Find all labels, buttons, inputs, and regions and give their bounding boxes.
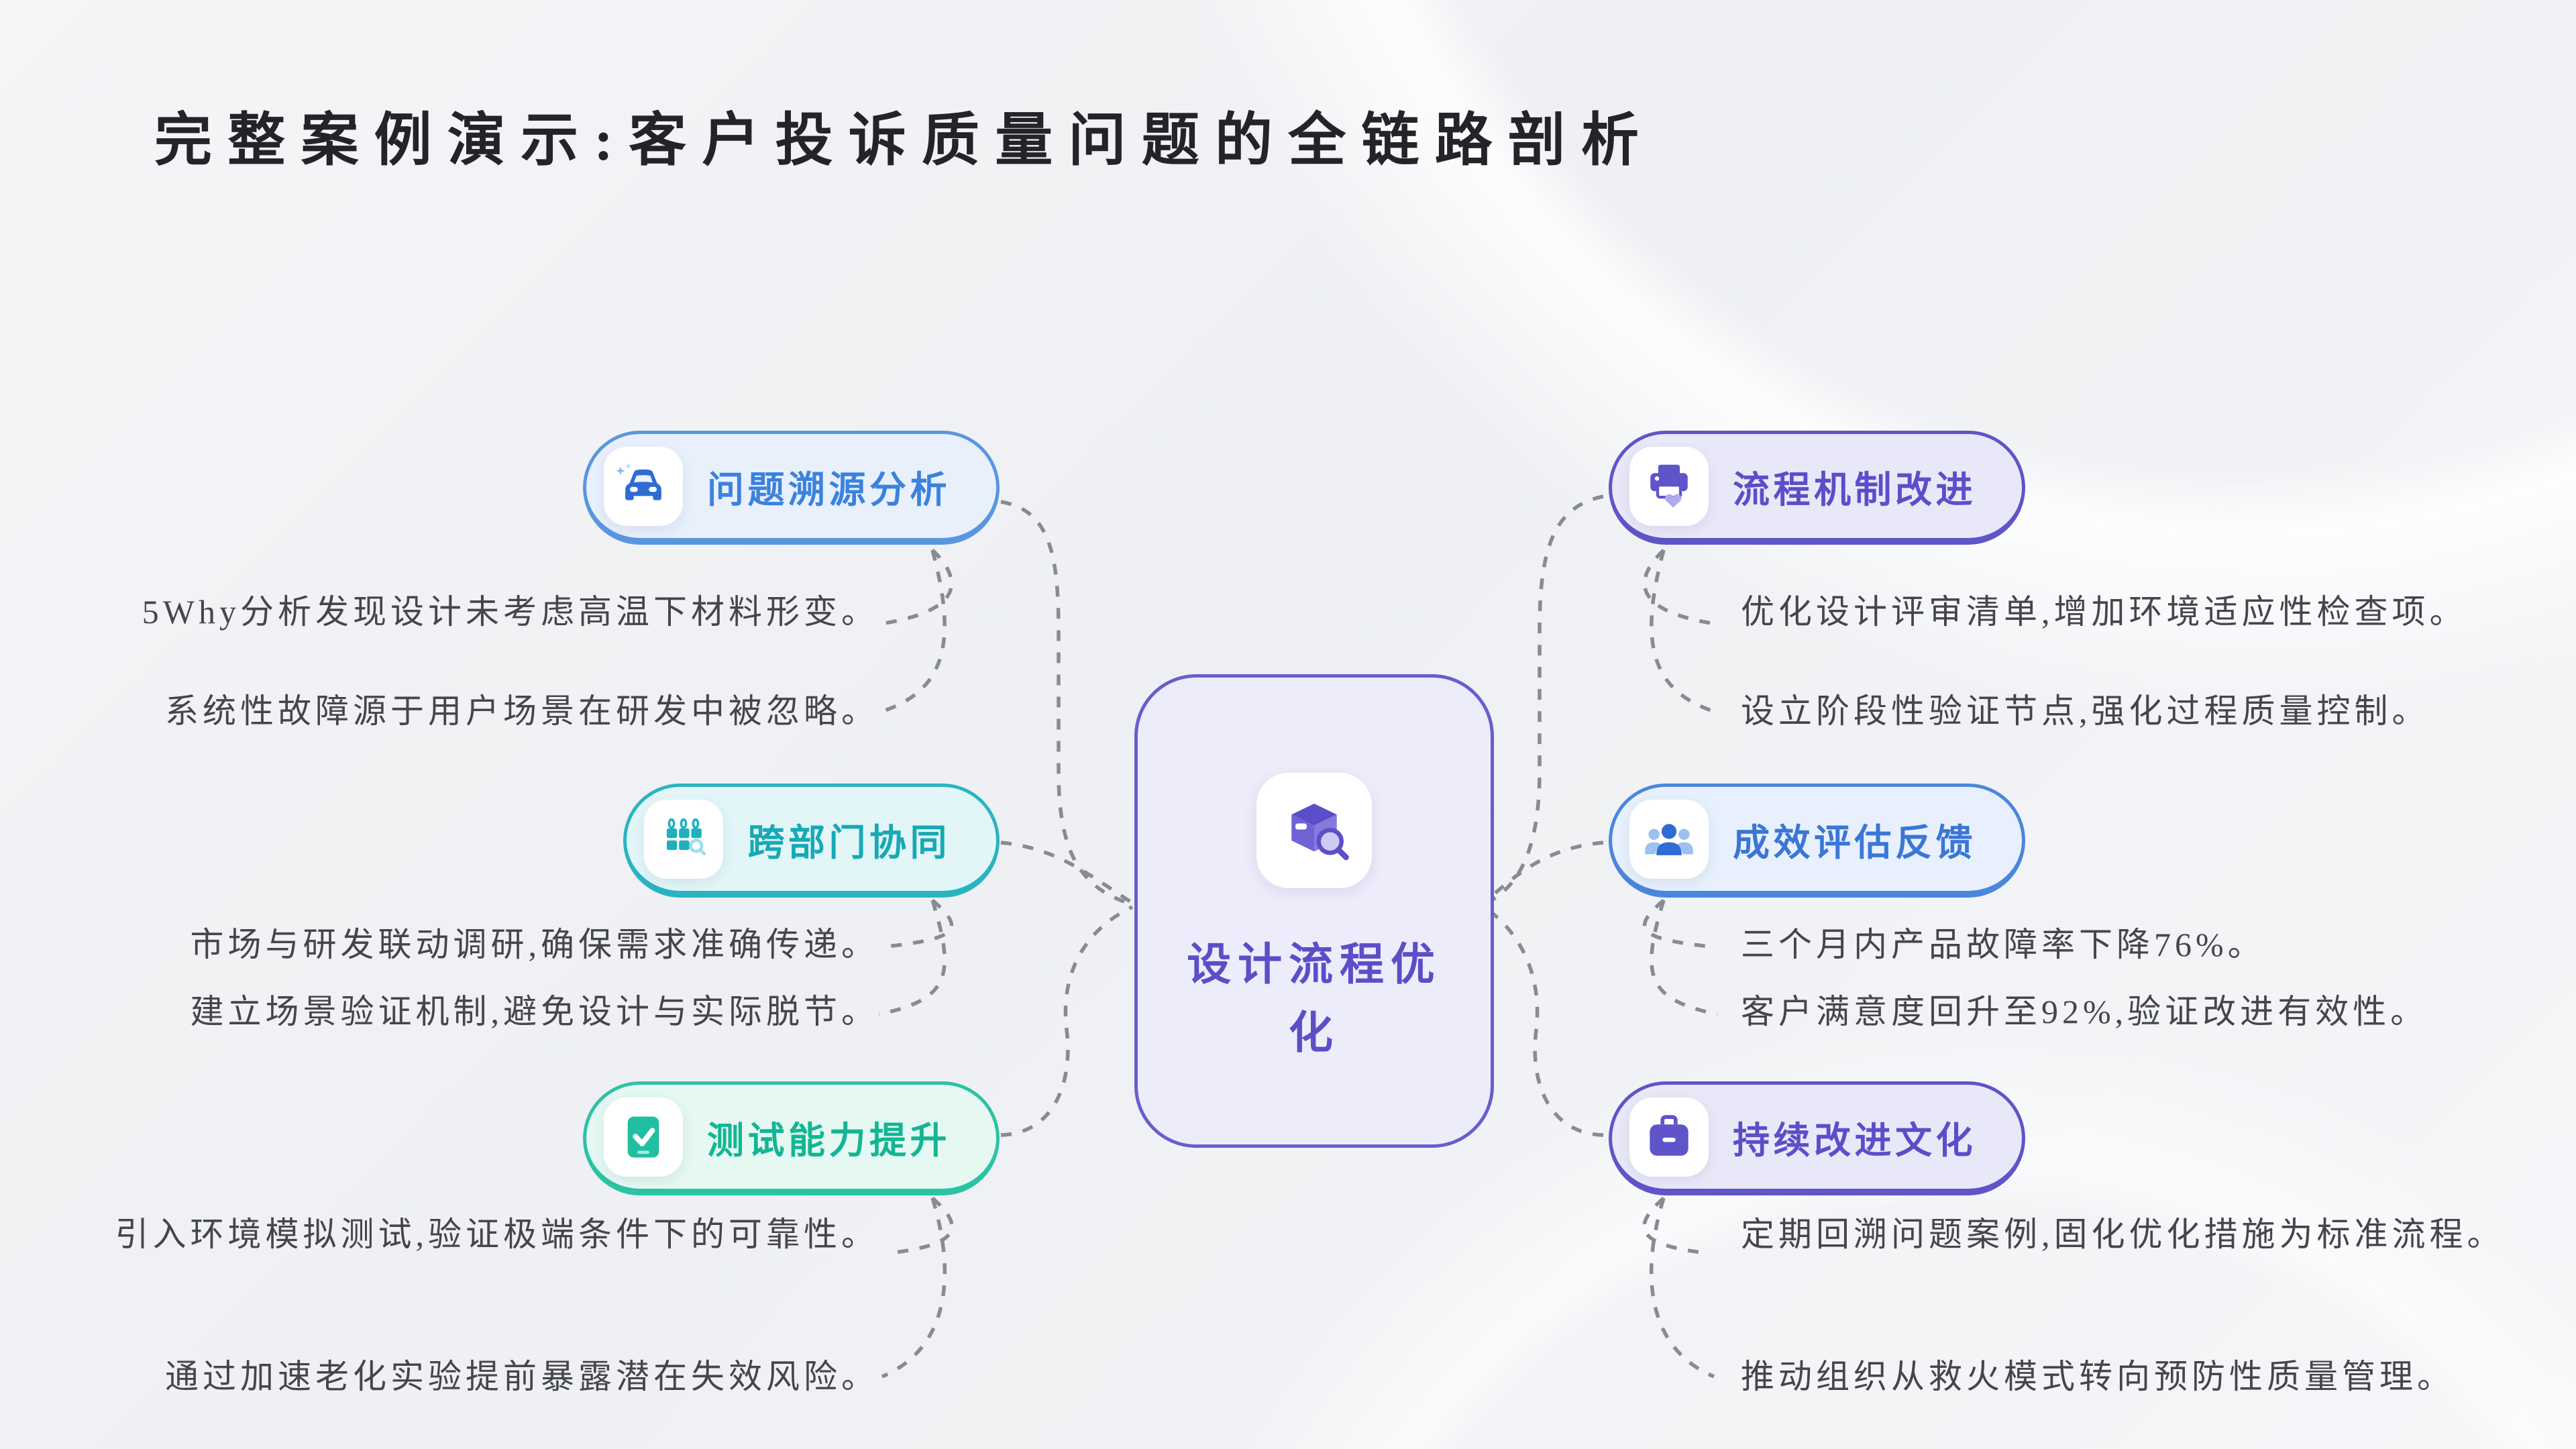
team-icon (1629, 799, 1709, 879)
branch-label: 流程机制改进 (1733, 469, 1977, 511)
note-text: 定期回溯问题案例,固化优化措施为标准流程。 (1741, 1216, 2505, 1253)
center-node-label: 设计流程优化 (1187, 941, 1442, 1059)
box-search-icon (1256, 773, 1372, 888)
connector (1483, 841, 1604, 905)
note-text: 三个月内产品故障率下降76%。 (1741, 926, 2265, 963)
branch-effectiveness-evaluation-feedback[interactable]: 成效评估反馈 (1609, 784, 2026, 898)
connector (1649, 1197, 1715, 1379)
note-text: 通过加速老化实验提前暴露潜在失效风险。 (165, 1358, 879, 1395)
branch-label: 测试能力提升 (706, 1120, 951, 1161)
branch-label: 跨部门协同 (747, 822, 951, 863)
note-text: 引入环境模拟测试,验证极端条件下的可靠性。 (115, 1216, 879, 1253)
branch-label: 成效评估反馈 (1733, 822, 1977, 863)
printer-heart-icon (1629, 446, 1709, 526)
branch-testing-capability-improvement[interactable]: 测试能力提升 (582, 1081, 1000, 1195)
connector (1650, 549, 1718, 714)
center-node-design-process-optimization[interactable]: 设计流程优化 (1134, 674, 1494, 1148)
branch-continuous-improvement-culture[interactable]: 持续改进文化 (1609, 1081, 2026, 1195)
briefcase-icon (1629, 1097, 1709, 1177)
branch-label: 持续改进文化 (1733, 1120, 1977, 1161)
connector (1483, 905, 1604, 1137)
connector (1000, 905, 1134, 1137)
calendar-search-icon (644, 799, 724, 879)
connector (1650, 900, 1718, 1016)
checkbox-check-icon (603, 1097, 683, 1177)
note-text: 客户满意度回升至92%,验证改进有效性。 (1741, 993, 2428, 1030)
branch-process-mechanism-improvement[interactable]: 流程机制改进 (1609, 431, 2026, 545)
note-text: 5Why分析发现设计未考虑高温下材料形变。 (142, 593, 879, 631)
note-text: 系统性故障源于用户场景在研发中被忽略。 (165, 692, 879, 730)
note-text: 推动组织从救火模式转向预防性质量管理。 (1741, 1358, 2455, 1395)
connector (879, 549, 954, 626)
note-text: 优化设计评审清单,增加环境适应性检查项。 (1741, 593, 2467, 631)
connector (881, 1197, 947, 1379)
branch-label: 问题溯源分析 (706, 469, 951, 511)
page-title: 完整案例演示:客户投诉质量问题的全链路剖析 (154, 108, 1655, 172)
branch-problem-root-cause-analysis[interactable]: 问题溯源分析 (582, 431, 1000, 545)
connector (878, 549, 947, 714)
note-text: 设立阶段性验证节点,强化过程质量控制。 (1741, 692, 2430, 730)
branch-cross-department-collaboration[interactable]: 跨部门协同 (623, 784, 1000, 898)
connector (878, 900, 947, 1016)
connector (1642, 549, 1717, 626)
car-sparkle-icon (603, 446, 683, 526)
connector (1000, 500, 1133, 906)
connector (1483, 494, 1604, 906)
connector (1000, 841, 1134, 905)
note-text: 建立场景验证机制,避免设计与实际脱节。 (190, 993, 879, 1030)
note-text: 市场与研发联动调研,确保需求准确传递。 (190, 926, 879, 963)
